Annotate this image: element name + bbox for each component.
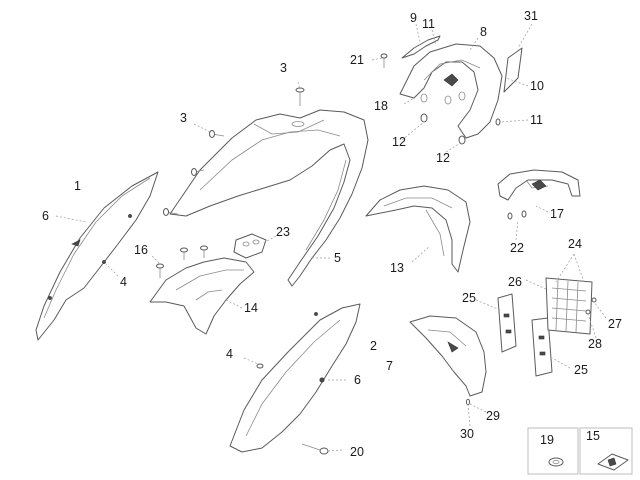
callout-16: 16 (134, 243, 148, 257)
callout-8: 8 (480, 25, 487, 39)
inset-box-15 (579, 427, 633, 475)
callout-12-right: 12 (436, 151, 450, 165)
leader-lines (55, 23, 607, 452)
fasteners (156, 53, 597, 455)
callout-30: 30 (460, 427, 474, 441)
plate-reflector-lower (531, 317, 553, 377)
inset-box-19 (527, 427, 579, 475)
small-bracket-plate (233, 233, 267, 259)
callout-7: 7 (386, 359, 393, 373)
callout-2: 2 (370, 339, 377, 353)
callout-29: 29 (486, 409, 500, 423)
callout-25-lower: 25 (574, 363, 588, 377)
right-side-panel (229, 303, 361, 453)
callout-5: 5 (334, 251, 341, 265)
callout-11-right: 11 (530, 113, 543, 127)
callout-1: 1 (74, 179, 81, 193)
number-plate-holder (409, 315, 487, 397)
callout-21: 21 (350, 53, 364, 67)
callout-18: 18 (374, 99, 388, 113)
callout-13: 13 (390, 261, 404, 275)
callout-28: 28 (588, 337, 602, 351)
top-trim-strip (401, 35, 441, 59)
rear-fender (365, 185, 471, 273)
callout-27: 27 (608, 317, 622, 331)
callout-9: 9 (410, 11, 417, 25)
callout-15: 15 (586, 429, 600, 443)
callout-22: 22 (510, 241, 524, 255)
callout-4-left: 4 (120, 275, 127, 289)
callout-14: 14 (244, 301, 258, 315)
callout-3-top: 3 (280, 61, 287, 75)
under-seat-panel (149, 257, 255, 335)
callout-26: 26 (508, 275, 522, 289)
callout-19: 19 (540, 433, 554, 447)
tail-frame-cover (169, 109, 369, 287)
plate-grid (545, 277, 593, 335)
callout-24: 24 (568, 237, 582, 251)
callout-4-lower: 4 (226, 347, 233, 361)
callout-11-top: 11 (422, 17, 435, 31)
callout-20: 20 (350, 445, 364, 459)
callout-3-left: 3 (180, 111, 187, 125)
callout-23: 23 (276, 225, 290, 239)
callout-6-right: 6 (354, 373, 361, 387)
left-side-panel (35, 171, 159, 341)
callout-10: 10 (530, 79, 544, 93)
plate-reflector-upper (497, 293, 517, 353)
side-reflector (503, 47, 523, 93)
bracket (497, 169, 581, 201)
callout-17: 17 (550, 207, 564, 221)
callout-labels: 1 2 3 3 4 4 5 6 6 7 8 9 10 11 11 12 12 1… (42, 9, 622, 459)
callout-6-left: 6 (42, 209, 49, 223)
callout-12-left: 12 (392, 135, 406, 149)
callout-31: 31 (524, 9, 538, 23)
callout-25-upper: 25 (462, 291, 476, 305)
rear-grab-handle (399, 43, 503, 139)
